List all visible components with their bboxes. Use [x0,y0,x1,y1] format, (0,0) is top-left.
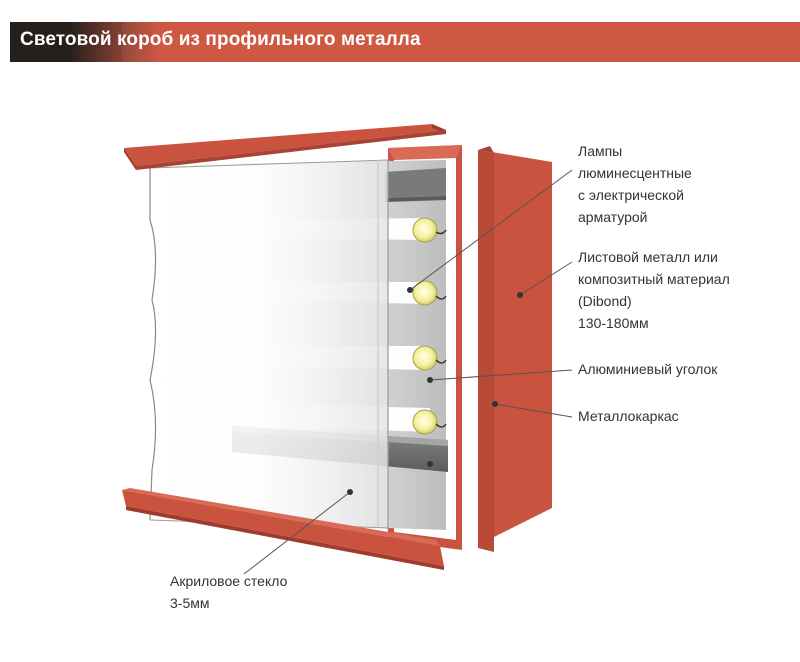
callout-lamps-line-2: люминесцентные [578,165,692,181]
leader-metal-frame [494,403,573,418]
leader-aluminum-corner [429,369,573,381]
dot-lamps [407,287,413,293]
callout-lamps-line-1: Лампы [578,143,623,159]
callout-sheet-metal: Листовой металл или композитный материал… [578,246,730,334]
callout-acrylic-glass-line-1: Акриловое стекло [170,573,288,589]
leader-lamps [409,169,573,291]
leader-sheet-metal [519,261,573,296]
callout-aluminum-corner: Алюминиевый уголок [578,358,717,380]
lamp-sockets [412,217,447,435]
dot-acrylic-glass [347,489,353,495]
callout-lamps-line-3: с электрической [578,187,684,203]
callout-metal-frame: Металлокаркас [578,405,679,427]
top-profile-bar [124,124,446,170]
callout-acrylic-glass: Акриловое стекло 3-5мм [170,570,287,614]
callout-lamps-line-4: арматурой [578,209,648,225]
callout-metal-frame-line-1: Металлокаркас [578,408,679,424]
callout-lamps: Лампы люминесцентные с электрической арм… [578,140,692,228]
acrylic-glass-panel [149,159,389,530]
leader-acrylic-glass [243,491,351,575]
callout-aluminum-corner-line-1: Алюминиевый уголок [578,361,718,377]
page-title: Световой короб из профильного металла [20,29,421,50]
callout-sheet-metal-line-2: композитный материал [578,271,730,287]
callout-sheet-metal-line-4: 130-180мм [578,315,649,331]
callout-sheet-metal-line-3: (Dibond) [578,293,632,309]
dot-aluminum-corner [427,377,433,383]
side-panel [478,146,552,552]
title-banner [10,22,800,62]
callout-dots [347,287,523,495]
dot-shelf [427,461,433,467]
callout-lines [243,169,573,575]
dot-sheet-metal [517,292,523,298]
bottom-profile-bar [122,488,444,570]
dot-metal-frame [492,401,498,407]
callout-acrylic-glass-line-2: 3-5мм [170,595,210,611]
callout-sheet-metal-line-1: Листовой металл или [578,249,718,265]
